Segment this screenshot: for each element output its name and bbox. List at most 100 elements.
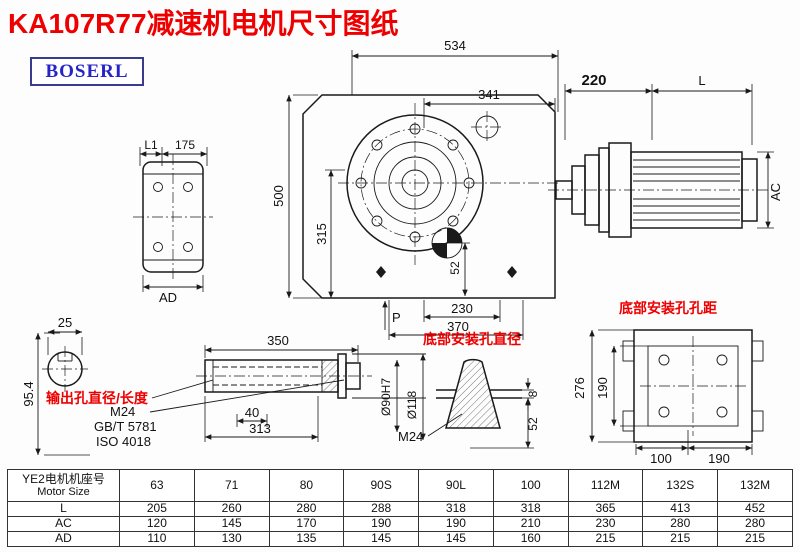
size-col-header: 100	[492, 469, 569, 502]
dim-8: 8	[522, 378, 540, 410]
bolt-hole	[183, 182, 193, 192]
dim-190-h-label: 190	[708, 451, 730, 466]
dim-l1-label: L1	[144, 138, 158, 152]
dim-value-cell: 365	[567, 501, 644, 517]
dim-95-4: 95.4	[21, 332, 90, 456]
dim-value-cell: 280	[642, 516, 719, 532]
view-shaft-section: 25 95.4	[21, 315, 90, 456]
label-output-bore: 输出孔直径/长度	[46, 379, 214, 406]
dim-315-label: 315	[314, 223, 329, 245]
dim-value-cell: 260	[193, 501, 270, 517]
size-col-header: 90S	[343, 469, 420, 502]
shaft-section-shape	[42, 346, 88, 392]
end-bolt	[345, 362, 361, 390]
view-hole-detail: 底部安装孔直径 8 52 M24	[398, 331, 540, 449]
gearbox-side-body	[133, 154, 213, 282]
size-col-header: 80	[268, 469, 345, 502]
dim-276-label: 276	[572, 377, 587, 399]
dim-value-cell: 145	[418, 531, 494, 547]
dim-value-cell: 280	[268, 501, 345, 517]
bolt-m24-label: M24	[110, 404, 135, 419]
housing-outline	[302, 94, 556, 299]
dim-value-cell: 145	[193, 516, 270, 532]
motor-fan-cover	[741, 158, 758, 222]
motor-size-header-cell: YE2电机机座号 Motor Size	[7, 469, 120, 502]
dim-value-cell: 145	[343, 531, 420, 547]
dim-500: 500	[271, 94, 345, 299]
view-gearbox-front: 534 341 500 315 52	[271, 38, 560, 340]
dim-370: 370	[388, 300, 524, 340]
mount-hole	[658, 354, 670, 366]
dim-350: 350	[204, 333, 359, 362]
dim-313: 313	[204, 396, 319, 442]
dim-value-cell: 413	[642, 501, 719, 517]
size-col-header: 71	[193, 469, 270, 502]
dim-534-label: 534	[444, 38, 466, 53]
row-label: AC	[7, 516, 120, 532]
dim-313-label: 313	[249, 421, 271, 436]
dim-value-cell: 160	[492, 531, 569, 547]
bolt-iso-label: ISO 4018	[96, 434, 151, 449]
dim-40-label: 40	[245, 405, 259, 420]
dim-52-front-label: 52	[448, 261, 462, 275]
dim-value-cell: 288	[343, 501, 420, 517]
mount-hole	[716, 406, 728, 418]
view-output-shaft: 350 输出孔直径/长度 M24 GB/T 5781	[46, 333, 426, 449]
bolt-hole	[183, 242, 193, 252]
dim-95-4-label: 95.4	[21, 381, 36, 406]
datum-diamond	[507, 266, 517, 278]
output-shaft-shape	[196, 353, 426, 399]
dim-220: 220	[564, 72, 653, 140]
mounting-stud	[445, 358, 501, 429]
dim-40: 40	[236, 405, 268, 427]
dim-52-front: 52	[447, 242, 470, 297]
size-col-header: 90L	[418, 469, 494, 502]
dim-100-label: 100	[650, 451, 672, 466]
dim-value-cell: 318	[492, 501, 569, 517]
dim-value-cell: 135	[268, 531, 345, 547]
gearbox-housing	[302, 94, 560, 299]
label-bolt-spec: M24 GB/T 5781 ISO 4018	[94, 379, 345, 449]
label-p-text: P	[392, 310, 401, 325]
hole-m24-label: M24	[398, 429, 423, 444]
motor-size-table: YE2电机机座号 Motor Size 63 71 80 90S 90L 100…	[7, 469, 793, 547]
dim-190-v: 190	[595, 345, 648, 427]
boserl-logo-text: BOSERL	[45, 60, 129, 82]
output-bore-label: 输出孔直径/长度	[46, 390, 149, 406]
dim-350-label: 350	[267, 333, 289, 348]
dim-175-label: 175	[175, 138, 195, 152]
dim-534: 534	[351, 38, 559, 112]
table-header-row: YE2电机机座号 Motor Size 63 71 80 90S 90L 100…	[7, 469, 793, 502]
page-title: KA107R77减速机电机尺寸图纸	[8, 8, 399, 39]
base-outline	[633, 329, 753, 443]
table-row-l: L 205 260 280 288 318 318 365 413 452	[7, 501, 793, 517]
dim-d90: Ø90H7	[379, 359, 400, 433]
dim-value-cell: 215	[642, 531, 719, 547]
dim-value-cell: 170	[268, 516, 345, 532]
dim-341-label: 341	[478, 87, 500, 102]
dim-341: 341	[423, 87, 556, 128]
dim-d90-label: Ø90H7	[379, 378, 393, 416]
dim-value-cell: 190	[418, 516, 494, 532]
dim-value-cell: 210	[492, 516, 569, 532]
flange-bolt-hole	[371, 139, 383, 151]
dim-motor-l-label: L	[698, 73, 705, 88]
dim-52-hole: 52	[470, 397, 540, 449]
bottom-view-title: 底部安装孔孔距	[619, 300, 717, 316]
dim-190-v-label: 190	[595, 377, 610, 399]
dim-value-cell: 110	[119, 531, 195, 547]
flange-bolt-hole	[371, 215, 383, 227]
technical-drawing: L1 175 AD	[21, 38, 783, 466]
dim-value-cell: 215	[717, 531, 793, 547]
row-label: L	[7, 501, 120, 517]
motor-size-header-en: Motor Size	[37, 486, 90, 499]
mount-hole	[658, 406, 670, 418]
dim-500-label: 500	[271, 185, 286, 207]
datum-diamond	[376, 266, 386, 278]
flange-bolt-hole	[447, 215, 459, 227]
view-gearbox-side: L1 175 AD	[133, 138, 213, 305]
dim-d118-label: Ø118	[405, 390, 419, 419]
dim-25-label: 25	[58, 315, 72, 330]
size-col-header: 112M	[567, 469, 644, 502]
